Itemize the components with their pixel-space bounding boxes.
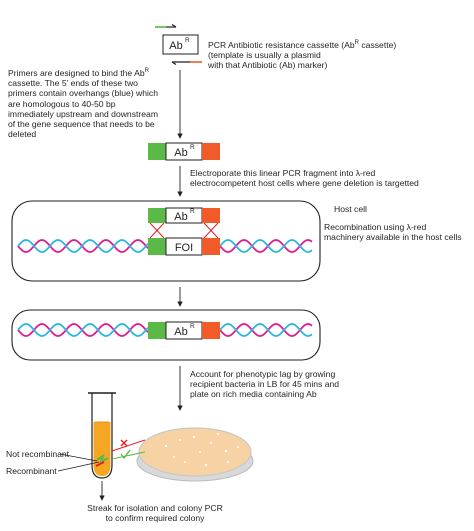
not-recombinant-label: Not recombinant xyxy=(6,449,70,459)
bacteria-recombinant-icon xyxy=(95,453,109,467)
pcr-fragment: Ab R xyxy=(148,142,220,161)
cassette-label: Ab xyxy=(169,40,182,52)
cassette-label-sup: R xyxy=(185,37,190,44)
cassette-for-recombination: Ab R xyxy=(148,207,220,224)
electroporate-annotation: Electroporate this linear PCR fragment i… xyxy=(190,168,419,189)
recomb-cassette-label: Ab xyxy=(174,211,187,223)
dna-strand-magenta-right xyxy=(219,239,313,253)
streak-annotation: Streak for isolation and colony PCR to c… xyxy=(87,503,223,524)
cassette-plain: Ab R xyxy=(162,34,199,55)
recombinant-cell-membrane xyxy=(11,309,321,361)
chromosome-dna-helix xyxy=(17,239,313,253)
cross-icon xyxy=(120,439,128,447)
culture-tube-icon xyxy=(88,392,116,479)
dna-strand-cyan-right xyxy=(219,239,313,253)
dna-strand-magenta-left xyxy=(17,323,149,337)
integrated-cassette-label: Ab xyxy=(174,326,187,338)
recombinant-dna-helix xyxy=(17,323,313,337)
colonies xyxy=(164,433,239,467)
phenotypic-lag-annotation: Account for phenotypic lag by growing re… xyxy=(190,369,340,400)
recombinant-label: Recombinant xyxy=(6,466,57,476)
primer-reverse-icon xyxy=(171,61,202,66)
chromosome-target-region: FOI xyxy=(148,237,220,256)
integrated-cassette: Ab R xyxy=(148,321,220,340)
dna-strand-cyan-left xyxy=(17,323,149,337)
check-icon xyxy=(120,449,131,460)
foi-label: FOI xyxy=(175,242,193,254)
dna-strand-cyan-right xyxy=(219,323,313,337)
leader-recombinant xyxy=(57,461,100,472)
recomb-cassette-label-sup: R xyxy=(190,208,195,215)
recombination-annotation: Recombination using λ-red machinery avai… xyxy=(324,222,462,243)
dna-strand-cyan-left xyxy=(17,239,149,253)
step1-annotation: PCR Antibiotic resistance cassette (AbR … xyxy=(208,40,397,71)
fragment-label: Ab xyxy=(174,147,187,159)
agar-plate-icon xyxy=(136,427,254,482)
host-cell-membrane xyxy=(11,200,321,282)
dna-strand-magenta-right xyxy=(219,323,313,337)
transfer-arrows xyxy=(111,439,146,460)
crossover-lines xyxy=(149,222,219,239)
primer-forward-icon xyxy=(155,23,177,28)
integrated-cassette-label-sup: R xyxy=(190,323,195,330)
fragment-label-sup: R xyxy=(190,144,195,151)
dna-strand-magenta-left xyxy=(17,239,149,253)
leader-not-recombinant xyxy=(59,453,98,462)
host-cell-label: Host cell xyxy=(334,204,367,214)
